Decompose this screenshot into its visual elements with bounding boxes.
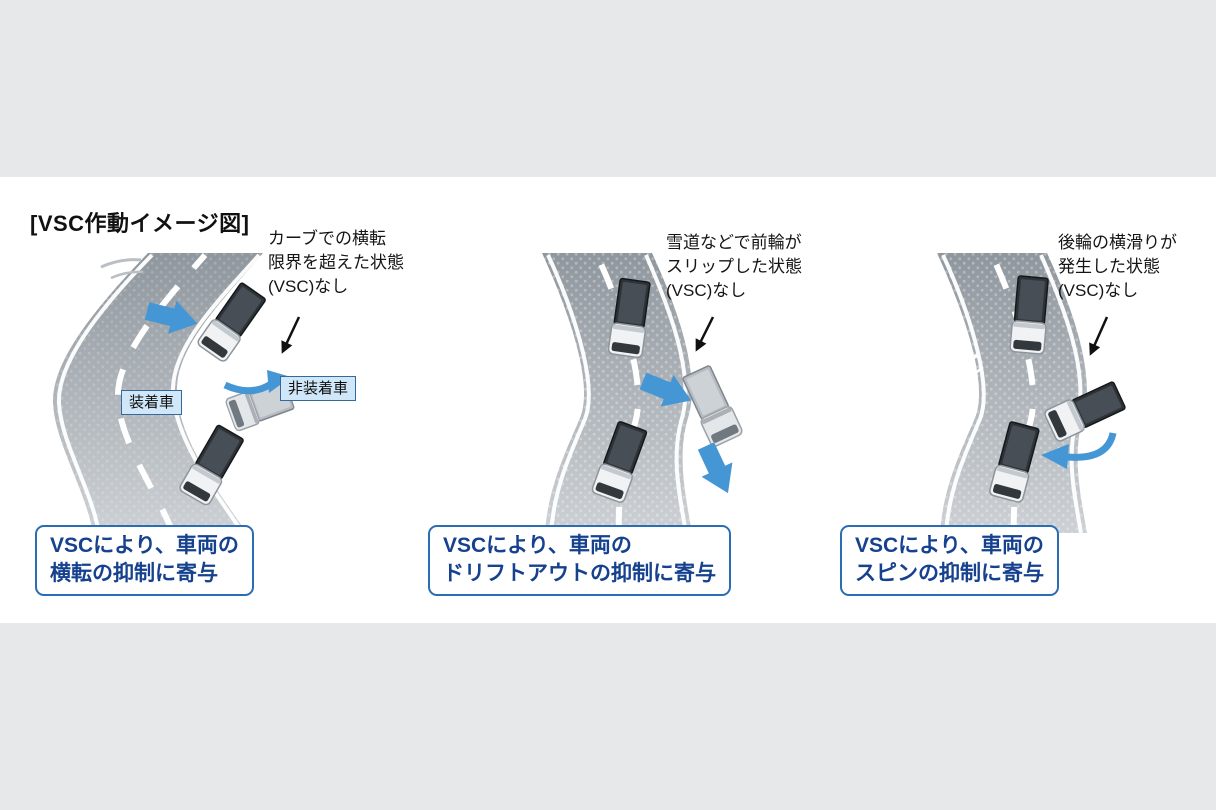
annotation-rollover: カーブでの横転 限界を超えた状態 (VSC)なし (268, 229, 404, 296)
skid-arc (947, 353, 979, 396)
annotation-arrow (1089, 316, 1109, 356)
road-edge-left (546, 254, 591, 533)
caption-spin: VSCにより、車両の スピンの抑制に寄与 (840, 525, 1059, 596)
road-edge-left (56, 253, 154, 533)
caption-rollover: VSCにより、車両の 横転の抑制に寄与 (35, 525, 254, 596)
speed-line (100, 258, 142, 269)
road-centerline (114, 253, 208, 533)
roll-arrow-icon (223, 380, 273, 395)
chip-equipped-vehicle: 装着車 (121, 390, 183, 415)
speed-line (110, 270, 144, 280)
caption-driftout: VSCにより、車両の ドリフトアウトの抑制に寄与 (428, 525, 731, 596)
road-edge-left (941, 254, 986, 533)
annotation-spin: 後輪の横滑りが 発生した状態 (VSC)なし (1058, 233, 1177, 300)
panel-spin-illustration (937, 253, 1128, 533)
road-centerline (989, 253, 1037, 533)
chip-non-equipped-vehicle: 非装着車 (280, 376, 357, 401)
annotation-driftout: 雪道などで前輪が スリップした状態 (VSC)なし (666, 233, 802, 300)
road-centerline (594, 253, 642, 533)
panel-driftout-illustration (542, 253, 745, 533)
diagram-title: [VSC作動イメージ図] (30, 211, 250, 236)
skid-arc (958, 365, 984, 402)
annotation-arrow (695, 316, 715, 352)
roll-arrow-head (267, 370, 291, 393)
driftout-arrow-icon (690, 438, 744, 501)
road-texture (937, 253, 1087, 533)
annotation-arrow (281, 316, 301, 354)
road-texture (542, 253, 692, 533)
skid-arc (214, 367, 240, 432)
road-edge-right (644, 254, 688, 533)
spin-arrow-head (1041, 444, 1069, 469)
